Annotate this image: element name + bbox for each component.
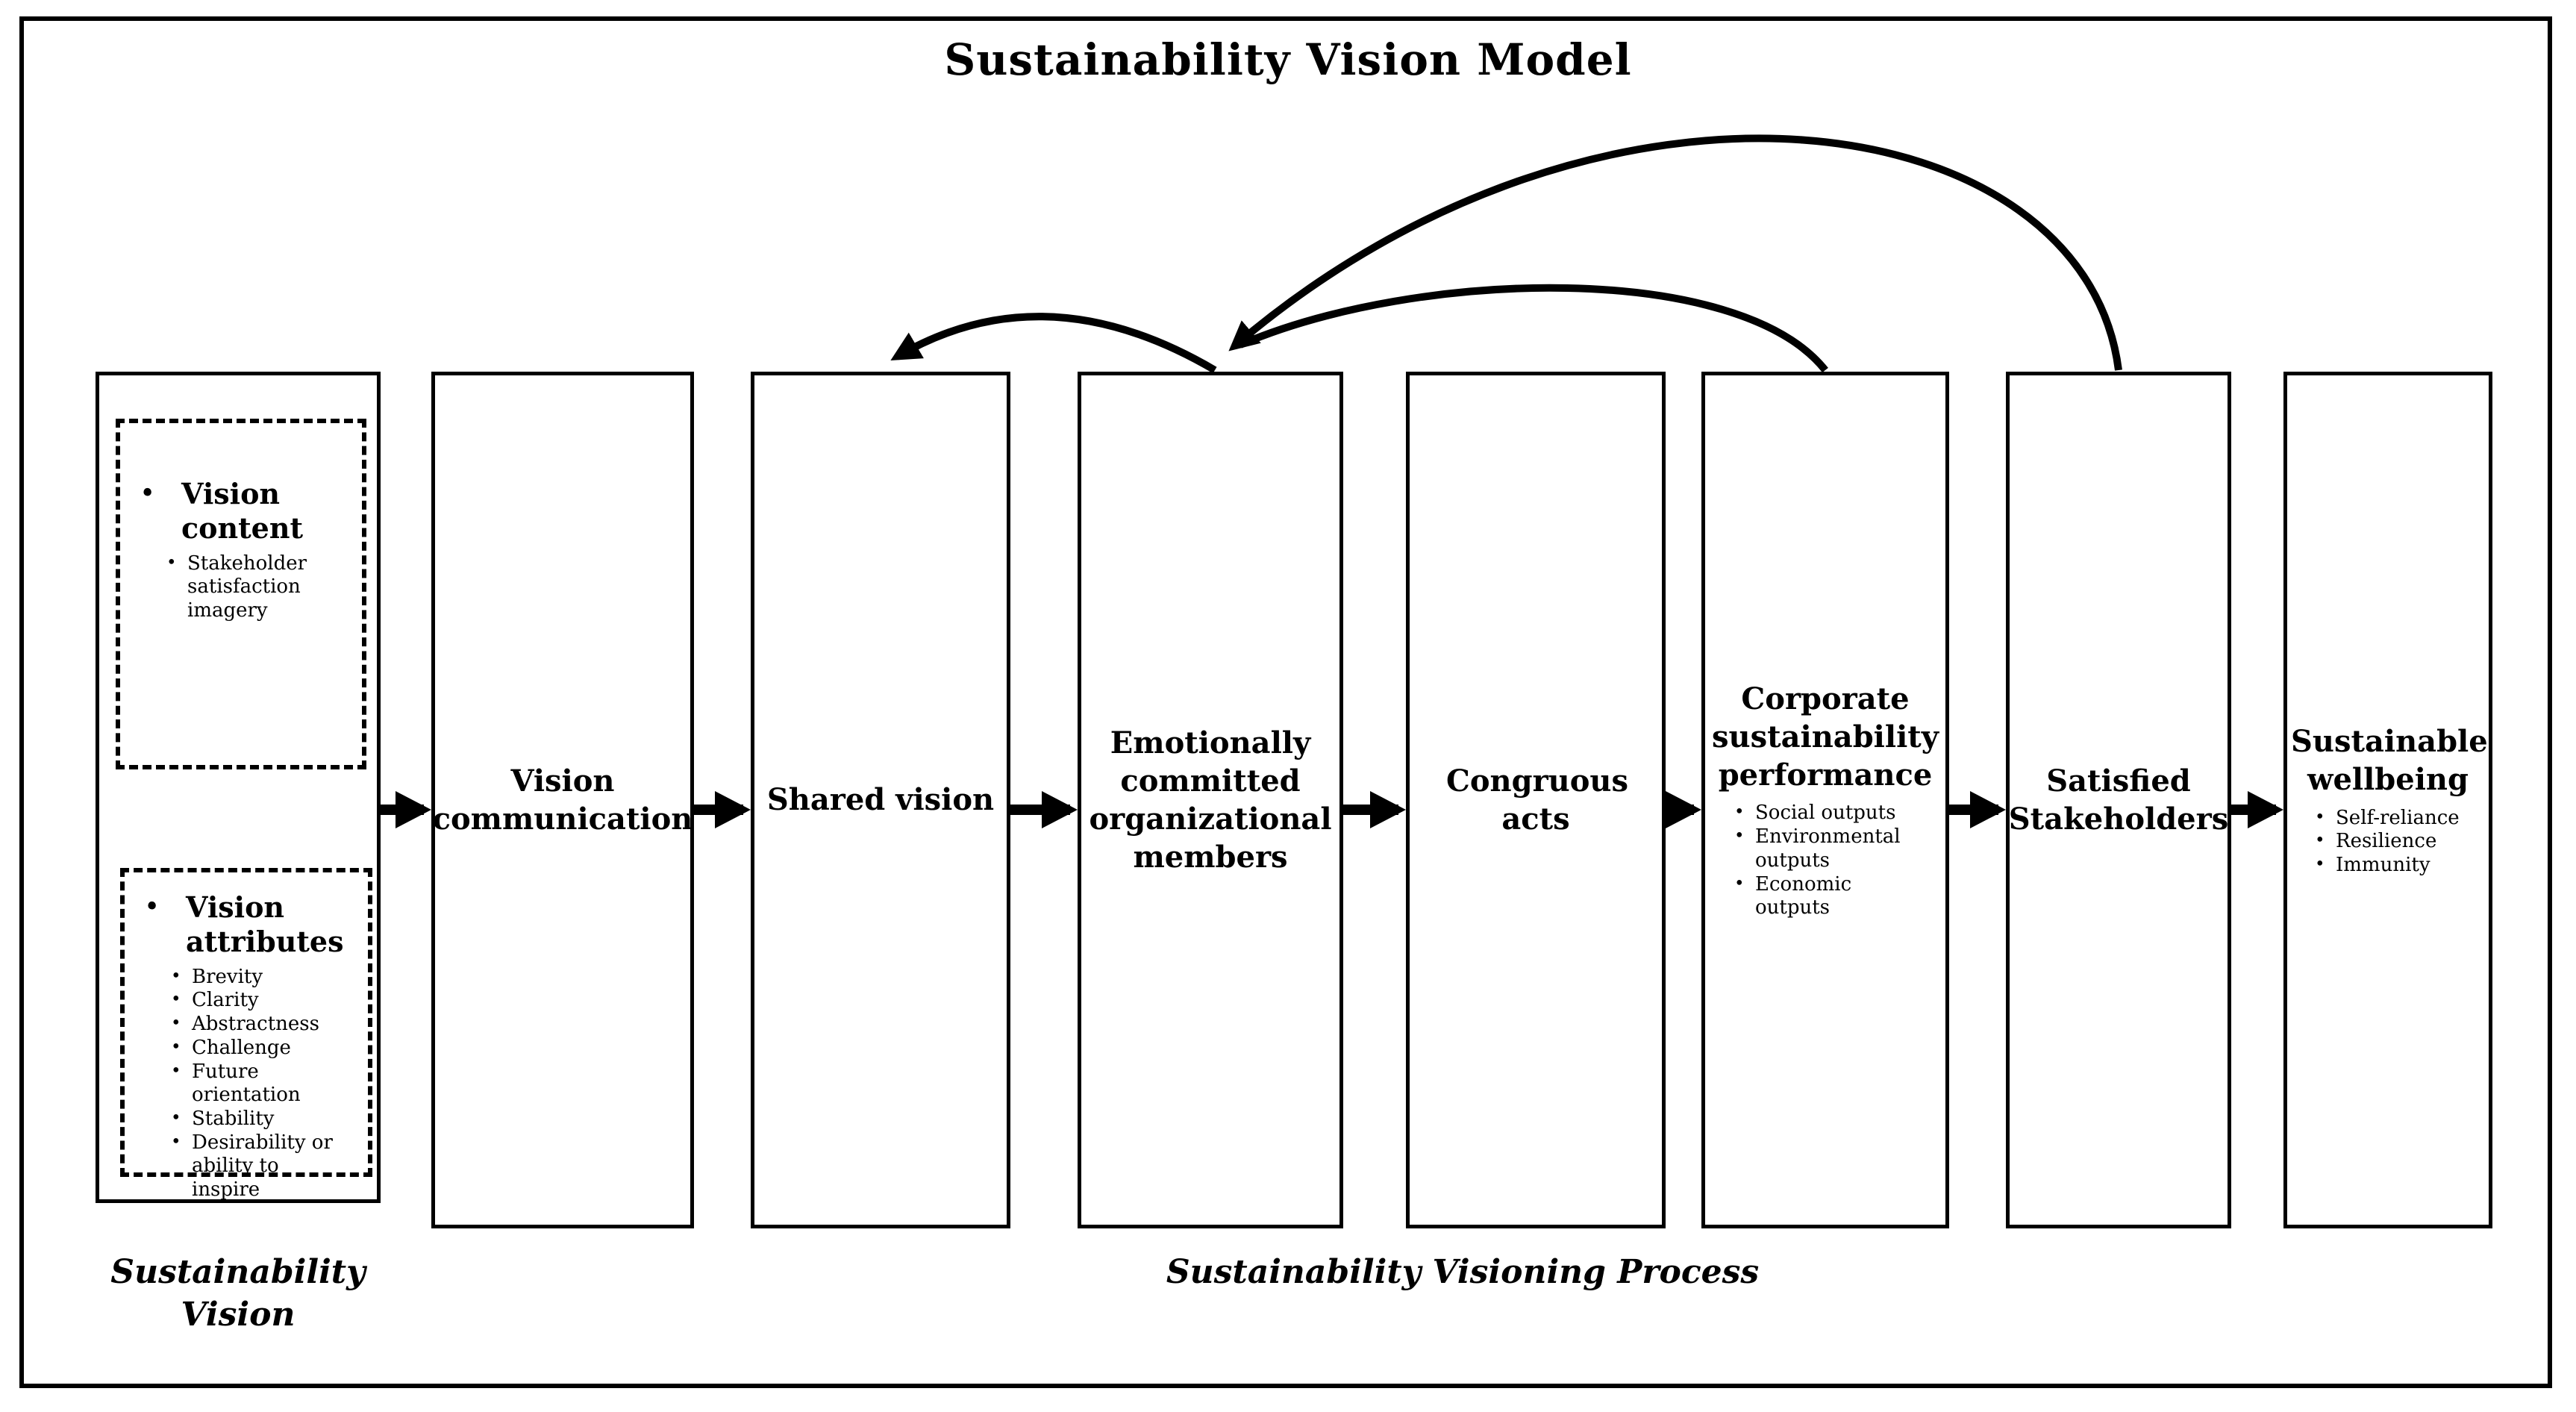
box-label: Satisfied Stakeholders (2008, 763, 2229, 837)
list-item: Challenge (166, 1037, 337, 1060)
list-item: Clarity (166, 989, 337, 1013)
list-item: Stability (166, 1108, 337, 1131)
vision-attributes-dashed-box: Vision attributes Brevity Clarity Abstra… (120, 868, 372, 1201)
diagram-title: Sustainability Vision Model (944, 34, 1632, 85)
box-corporate-sustainability-performance: Corporate sustainability performance Soc… (1701, 372, 1949, 1228)
list-item: Environmental outputs (1730, 825, 1916, 872)
box-label: Vision communication (432, 763, 693, 837)
box-sustainable-wellbeing: Sustainable wellbeing Self-reliance Resi… (2283, 372, 2492, 1228)
vision-attributes-bullet-row: Vision attributes (125, 890, 368, 960)
vision-content-list: Stakeholder satisfaction imagery (162, 552, 332, 623)
list-item: Resilience (2310, 830, 2483, 854)
list-item: Future orientation (166, 1060, 337, 1108)
vision-content-heading: Vision content (181, 477, 304, 546)
vision-content-dashed-box: Vision content Stakeholder satisfaction … (116, 419, 366, 769)
box-satisfied-stakeholders: Satisfied Stakeholders (2006, 372, 2231, 1228)
list-item: Economic outputs (1730, 873, 1916, 920)
box-shared-vision: Shared vision (751, 372, 1010, 1228)
caption-sustainability-vision: Sustainability Vision (110, 1253, 366, 1334)
bullet-dot-icon (144, 890, 186, 925)
vision-attributes-heading: Vision attributes (186, 890, 344, 959)
box-vision-communication: Vision communication (431, 372, 694, 1228)
box-content: Corporate sustainability performance Soc… (1709, 680, 1942, 920)
vision-content-bullet-row: Vision content (120, 477, 362, 546)
box-content: Sustainable wellbeing Self-reliance Resi… (2291, 722, 2488, 878)
caption-sustainability-visioning-process: Sustainability Visioning Process (1166, 1253, 1760, 1291)
box-label: Sustainable wellbeing (2291, 724, 2488, 798)
box-emotionally-committed-members: Emotionally committed organizational mem… (1078, 372, 1343, 1228)
box-congruous-acts: Congruous acts (1406, 372, 1666, 1228)
vision-attributes-list: Brevity Clarity Abstractness Challenge F… (166, 966, 337, 1202)
performance-outputs-list: Social outputs Environmental outputs Eco… (1730, 802, 1916, 920)
list-item: Social outputs (1730, 802, 1916, 825)
bullet-dot-icon (140, 477, 181, 512)
list-item: Desirability or ability to inspire (166, 1131, 337, 1202)
list-item: Stakeholder satisfaction imagery (162, 552, 332, 623)
list-item: Brevity (166, 966, 337, 990)
list-item: Self-reliance (2310, 807, 2483, 831)
list-item: Immunity (2310, 854, 2483, 878)
box-label: Shared vision (766, 782, 995, 818)
box-sustainability-vision: Vision content Stakeholder satisfaction … (96, 372, 381, 1203)
wellbeing-list: Self-reliance Resilience Immunity (2310, 807, 2483, 878)
list-item: Abstractness (166, 1013, 337, 1037)
box-label: Emotionally committed organizational mem… (1089, 725, 1332, 875)
box-label: Congruous acts (1446, 763, 1629, 837)
box-label: Corporate sustainability performance (1712, 681, 1939, 793)
